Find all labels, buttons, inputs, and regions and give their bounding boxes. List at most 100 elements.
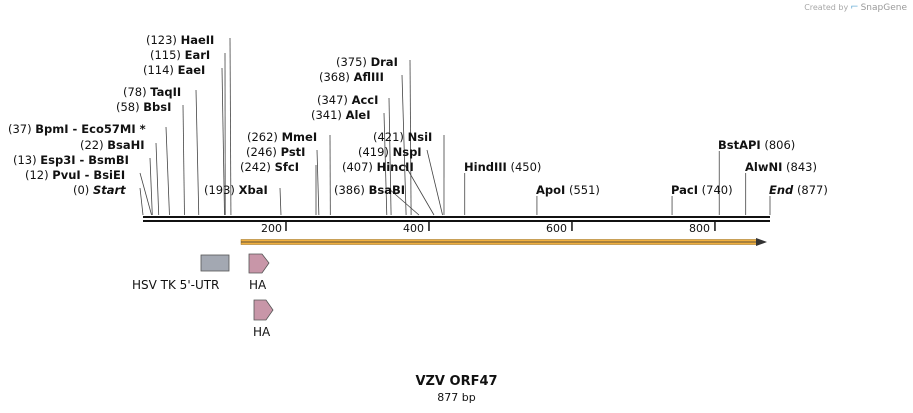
site-label[interactable]: (22) BsaHI — [80, 138, 145, 152]
site-leader-line — [149, 157, 153, 216]
site-label[interactable]: (419) NspI — [358, 145, 422, 159]
site-name: AccI — [351, 93, 379, 107]
site-name: End — [769, 183, 794, 197]
credit-prefix: Created by — [804, 3, 849, 12]
site-label[interactable]: (421) NsiI — [373, 130, 432, 144]
site-name: ApoI — [536, 183, 566, 197]
site-label[interactable]: (115) EarI — [150, 48, 210, 62]
site-name: PacI — [671, 183, 698, 197]
site-name: BsaBI — [368, 183, 406, 197]
site-label[interactable]: (13) Esp3I - BsmBI — [13, 153, 129, 167]
site-label[interactable]: (242) SfcI — [240, 160, 299, 174]
site-isoschizomer: - BsiEI — [80, 168, 126, 182]
site-leader-line — [221, 67, 225, 216]
feature-label-ha: HA — [253, 325, 271, 339]
site-name: NsiI — [407, 130, 433, 144]
map-length: 877 bp — [437, 391, 476, 404]
site-label[interactable]: BstAPI (806) — [718, 138, 795, 152]
site-name: AflIII — [353, 70, 384, 84]
orf-arrowhead — [756, 238, 767, 246]
site-position: (341) — [311, 108, 342, 122]
site-position: (419) — [358, 145, 389, 159]
site-name: HincII — [376, 160, 414, 174]
site-label[interactable]: ApoI (551) — [536, 183, 600, 197]
site-label[interactable]: (368) AflIII — [319, 70, 384, 84]
backbone-line — [143, 216, 770, 218]
site-position: (115) — [150, 48, 181, 62]
site-position: (114) — [143, 63, 174, 77]
snapgene-logo-icon: ⌐ — [850, 2, 859, 13]
site-label[interactable]: (12) PvuI - BsiEI — [25, 168, 125, 182]
site-label[interactable]: (37) BpmI - Eco57MI * — [8, 122, 146, 136]
site-leader-line — [155, 142, 160, 216]
site-position: (242) — [240, 160, 271, 174]
feature-arrow-ha — [248, 253, 270, 274]
site-name: EarI — [184, 48, 211, 62]
site-name: MmeI — [281, 130, 318, 144]
site-position: (246) — [246, 145, 277, 159]
site-label[interactable]: (407) HincII — [342, 160, 414, 174]
feature-label-utr: HSV TK 5'-UTR — [132, 278, 220, 292]
site-name: SfcI — [274, 160, 299, 174]
site-label[interactable]: AlwNI (843) — [745, 160, 817, 174]
site-isoschizomer: - Eco57MI * — [68, 122, 146, 136]
site-position: (0) — [73, 183, 90, 197]
site-name: Esp3I — [40, 153, 76, 167]
site-position: (386) — [334, 183, 365, 197]
site-name: BbsI — [143, 100, 172, 114]
site-leader-line — [316, 149, 320, 216]
site-position: (193) — [204, 183, 235, 197]
site-name: NspI — [392, 145, 422, 159]
site-position: (123) — [146, 33, 177, 47]
site-label[interactable]: (386) BsaBI — [334, 183, 405, 197]
site-position: (421) — [373, 130, 404, 144]
site-leader-line — [409, 59, 412, 216]
ruler-tick-label: 800 — [689, 222, 710, 235]
site-label[interactable]: (347) AccI — [317, 93, 378, 107]
site-name: HaeII — [180, 33, 215, 47]
site-leader-line — [279, 187, 282, 216]
site-name: PvuI — [52, 168, 81, 182]
site-leader-line — [229, 37, 232, 216]
site-position: (806) — [764, 138, 796, 152]
site-leader-line — [426, 149, 443, 216]
site-name: Start — [92, 183, 126, 197]
site-label[interactable]: (0) Start — [73, 183, 126, 197]
snapgene-credit: Created by ⌐ SnapGene — [804, 2, 907, 13]
site-position: (740) — [701, 183, 733, 197]
site-label[interactable]: (246) PstI — [246, 145, 305, 159]
site-position: (407) — [342, 160, 373, 174]
site-label[interactable]: (78) TaqII — [123, 85, 181, 99]
site-leader-line — [195, 89, 200, 216]
site-name: HindIII — [464, 160, 507, 174]
feature-arrow-ha — [253, 299, 274, 321]
feature-label-ha: HA — [249, 278, 267, 292]
site-position: (58) — [116, 100, 140, 114]
site-label[interactable]: (375) DraI — [336, 55, 398, 69]
site-position: (368) — [319, 70, 350, 84]
site-label[interactable]: (123) HaeII — [146, 33, 214, 47]
credit-brand: SnapGene — [860, 2, 907, 13]
site-position: (37) — [8, 122, 32, 136]
ruler-tick-label: 600 — [546, 222, 567, 235]
site-position: (78) — [123, 85, 147, 99]
site-position: (12) — [25, 168, 49, 182]
site-label[interactable]: HindIII (450) — [464, 160, 541, 174]
site-position: (22) — [80, 138, 104, 152]
site-leader-line — [404, 164, 435, 216]
site-label[interactable]: End (877) — [769, 183, 828, 197]
site-label[interactable]: (262) MmeI — [247, 130, 317, 144]
site-name: PstI — [280, 145, 306, 159]
map-title: VZV ORF47 — [415, 374, 498, 389]
site-leader-line — [139, 172, 152, 216]
site-label[interactable]: (193) XbaI — [204, 183, 268, 197]
site-label[interactable]: (341) AleI — [311, 108, 371, 122]
site-label[interactable]: (58) BbsI — [116, 100, 171, 114]
site-leader-line — [182, 104, 185, 216]
site-position: (262) — [247, 130, 278, 144]
site-name: XbaI — [238, 183, 268, 197]
site-label[interactable]: PacI (740) — [671, 183, 733, 197]
site-position: (551) — [568, 183, 600, 197]
site-label[interactable]: (114) EaeI — [143, 63, 205, 77]
